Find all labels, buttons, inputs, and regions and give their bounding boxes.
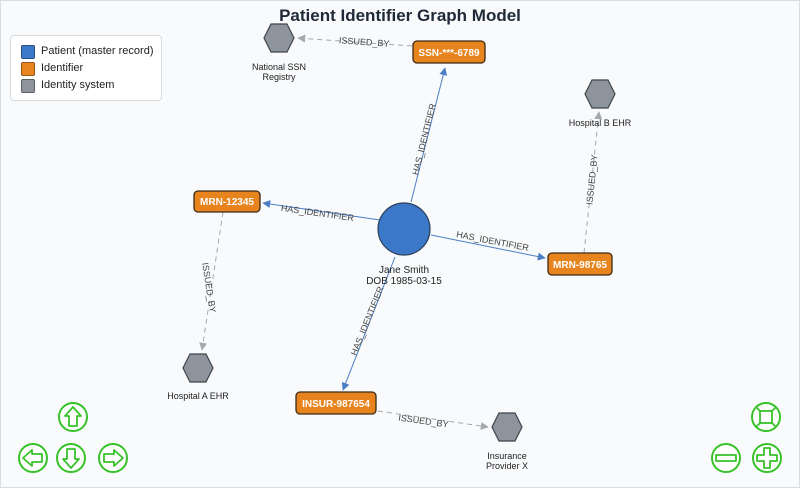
minus-icon <box>715 454 737 462</box>
fit-icon <box>755 406 777 428</box>
legend: Patient (master record) Identifier Ident… <box>10 35 162 101</box>
fit-view-button[interactable] <box>751 402 781 432</box>
pan-up-button[interactable] <box>58 402 88 432</box>
system-node-hospital-a[interactable]: Hospital A EHR <box>167 353 229 401</box>
legend-swatch <box>21 45 35 59</box>
pan-right-button[interactable] <box>98 443 128 473</box>
legend-swatch <box>21 62 35 76</box>
edge-label-issued-by: ISSUED_BY <box>398 413 449 430</box>
identifier-node-insur[interactable]: INSUR-987654 <box>295 391 377 415</box>
system-node-ssn-registry[interactable]: National SSN Registry <box>252 23 306 82</box>
arrow-up-icon <box>64 406 82 427</box>
edge-label-issued-by: ISSUED_BY <box>339 35 390 49</box>
edge-label-has-identifier: HAS_IDENTIFIER <box>456 229 531 253</box>
system-label: Registry <box>262 72 296 82</box>
edge-has-identifier-mrn-98765[interactable]: HAS_IDENTIFIER <box>430 229 546 261</box>
system-node-hospital-b[interactable]: Hospital B EHR <box>569 79 632 128</box>
system-label: National SSN <box>252 62 306 72</box>
identifier-label: MRN-98765 <box>553 260 607 271</box>
patient-node[interactable]: Jane Smith DOB 1985-03-15 <box>366 202 442 287</box>
legend-label: Identifier <box>41 62 84 74</box>
edge-issued-by-insur[interactable]: ISSUED_BY <box>377 410 489 430</box>
plus-icon <box>756 447 778 469</box>
identifier-label: INSUR-987654 <box>302 399 370 410</box>
page-title: Patient Identifier Graph Model <box>279 6 521 25</box>
legend-label: Identity system <box>41 79 115 91</box>
zoom-in-button[interactable] <box>752 443 782 473</box>
system-label: Provider X <box>486 461 528 471</box>
legend-label: Patient (master record) <box>41 45 154 57</box>
system-label: Insurance <box>487 451 527 461</box>
edge-issued-by-mrn-98765[interactable]: ISSUED_BY <box>583 111 603 254</box>
zoom-out-button[interactable] <box>711 443 741 473</box>
edge-issued-by-ssn[interactable]: ISSUED_BY <box>297 34 413 49</box>
edge-label-has-identifier: HAS_IDENTIFIER <box>280 203 355 223</box>
edge-has-identifier-ssn[interactable]: HAS_IDENTIFIER <box>410 67 448 203</box>
arrow-down-icon <box>62 448 80 469</box>
legend-swatch <box>21 79 35 93</box>
pan-left-button[interactable] <box>18 443 48 473</box>
edge-label-has-identifier: HAS_IDENTIFIER <box>410 102 438 176</box>
arrow-left-icon <box>22 449 43 467</box>
identifier-label: MRN-12345 <box>200 197 254 208</box>
edge-label-issued-by: ISSUED_BY <box>200 262 218 313</box>
system-label: Hospital A EHR <box>167 391 229 401</box>
identifier-node-mrn-98765[interactable]: MRN-98765 <box>547 252 613 276</box>
identifier-node-mrn-12345[interactable]: MRN-12345 <box>193 190 261 213</box>
identifier-node-ssn[interactable]: SSN-***-6789 <box>412 40 486 64</box>
system-label: Hospital B EHR <box>569 118 632 128</box>
edge-has-identifier-mrn-12345[interactable]: HAS_IDENTIFIER <box>262 200 381 223</box>
patient-dob: DOB 1985-03-15 <box>366 276 442 287</box>
identifier-label: SSN-***-6789 <box>418 48 480 59</box>
system-node-insurer[interactable]: Insurance Provider X <box>486 412 528 471</box>
edge-label-has-identifier: HAS_IDENTIFIER <box>349 284 386 356</box>
patient-name: Jane Smith <box>379 265 429 276</box>
edge-issued-by-mrn-12345[interactable]: ISSUED_BY <box>199 211 224 351</box>
pan-down-button[interactable] <box>56 443 86 473</box>
edge-label-issued-by: ISSUED_BY <box>584 154 599 205</box>
arrow-right-icon <box>103 449 124 467</box>
